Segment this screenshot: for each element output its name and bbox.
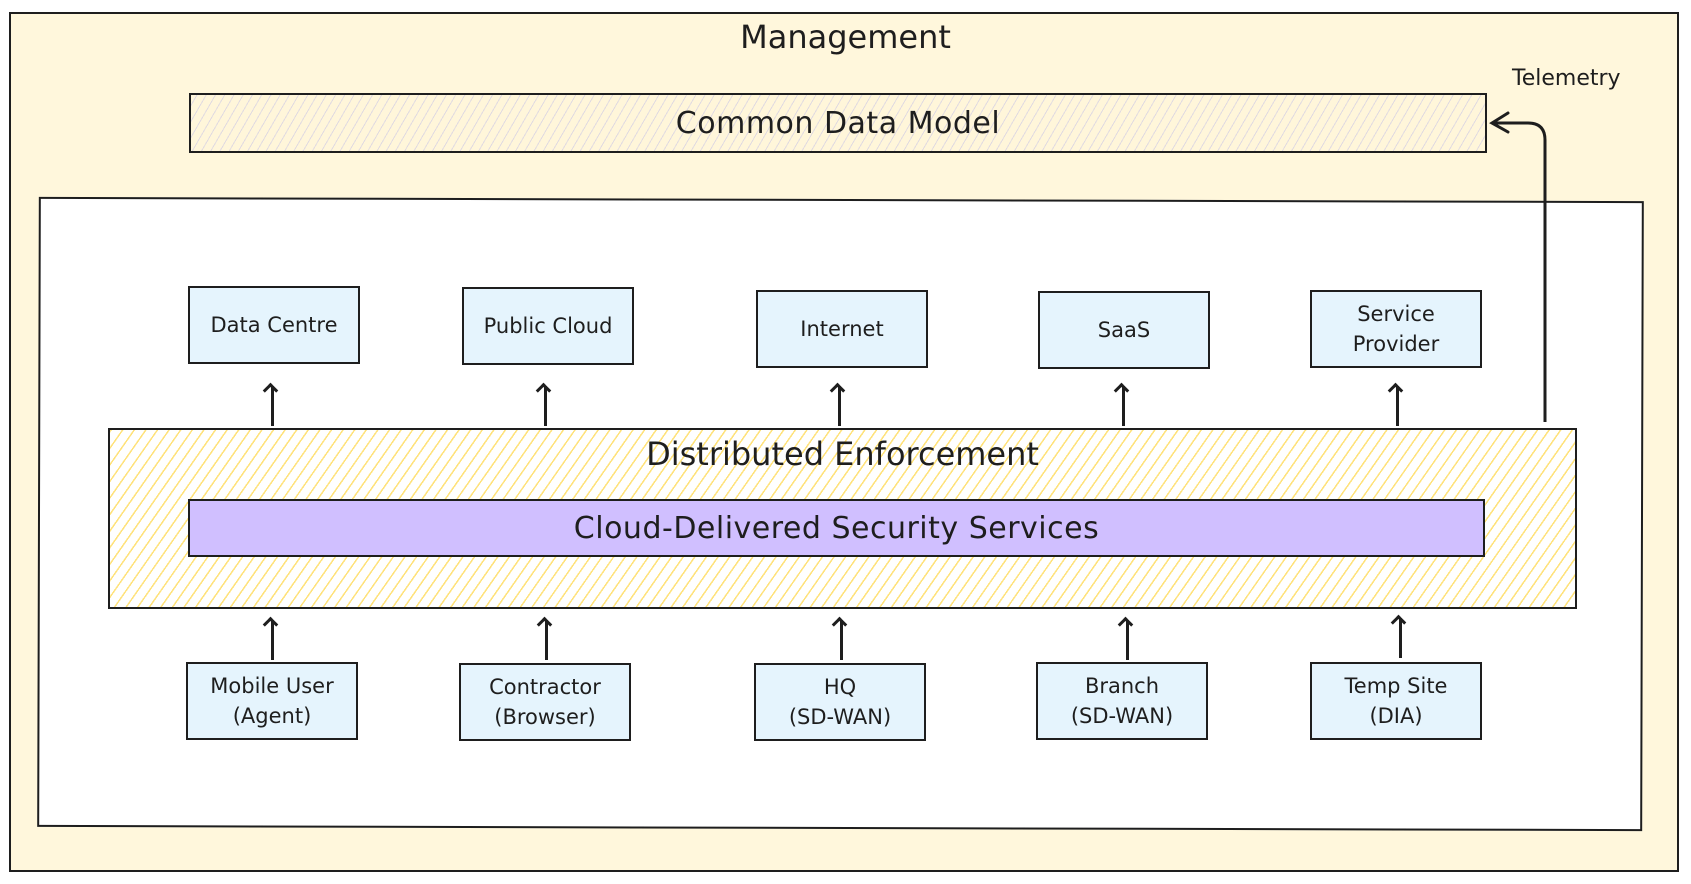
arrow-up-icon bbox=[1122, 386, 1125, 426]
arrow-up-icon bbox=[271, 620, 274, 660]
arrow-up-icon bbox=[1396, 386, 1399, 426]
source-label: Contractor (Browser) bbox=[489, 675, 601, 729]
destination-label: Data Centre bbox=[210, 313, 338, 337]
arrow-up-icon bbox=[838, 386, 841, 426]
management-title: Management bbox=[740, 18, 951, 56]
source-label: Temp Site (DIA) bbox=[1344, 674, 1448, 728]
cloud-security-services-label: Cloud-Delivered Security Services bbox=[573, 510, 1100, 546]
source-node-mobile-user: Mobile User (Agent) bbox=[186, 662, 358, 740]
destination-label: SaaS bbox=[1097, 318, 1151, 342]
arrow-up-icon bbox=[1399, 618, 1402, 658]
arrow-up-icon bbox=[1126, 620, 1129, 660]
cloud-security-services-box: Cloud-Delivered Security Services bbox=[188, 499, 1485, 557]
source-label: Branch (SD-WAN) bbox=[1070, 674, 1174, 728]
destination-node-saas: SaaS bbox=[1038, 291, 1210, 369]
source-node-contractor: Contractor (Browser) bbox=[459, 663, 631, 741]
arrow-up-icon bbox=[544, 386, 547, 426]
distributed-enforcement-title: Distributed Enforcement bbox=[646, 435, 1039, 473]
source-node-temp-site: Temp Site (DIA) bbox=[1310, 662, 1482, 740]
telemetry-label: Telemetry bbox=[1512, 66, 1621, 91]
destination-node-data-centre: Data Centre bbox=[188, 286, 360, 364]
source-label: Mobile User (Agent) bbox=[210, 674, 334, 728]
arrow-up-icon bbox=[545, 620, 548, 660]
telemetry-arrow bbox=[1489, 111, 1547, 422]
destination-node-public-cloud: Public Cloud bbox=[462, 287, 634, 365]
destination-node-internet: Internet bbox=[756, 290, 928, 368]
common-data-model-box: Common Data Model bbox=[189, 93, 1487, 153]
arrow-up-icon bbox=[840, 620, 843, 660]
destination-node-service-provider: Service Provider bbox=[1310, 290, 1482, 368]
destination-label: Service Provider bbox=[1352, 302, 1440, 356]
destination-label: Internet bbox=[800, 317, 884, 341]
source-label: HQ (SD-WAN) bbox=[788, 675, 892, 729]
common-data-model-label: Common Data Model bbox=[675, 105, 1001, 141]
telemetry-arrowhead bbox=[1489, 111, 1510, 134]
source-node-hq: HQ (SD-WAN) bbox=[754, 663, 926, 741]
source-node-branch: Branch (SD-WAN) bbox=[1036, 662, 1208, 740]
destination-label: Public Cloud bbox=[483, 314, 613, 338]
telemetry-connector-line bbox=[1494, 121, 1547, 422]
arrow-up-icon bbox=[271, 386, 274, 426]
